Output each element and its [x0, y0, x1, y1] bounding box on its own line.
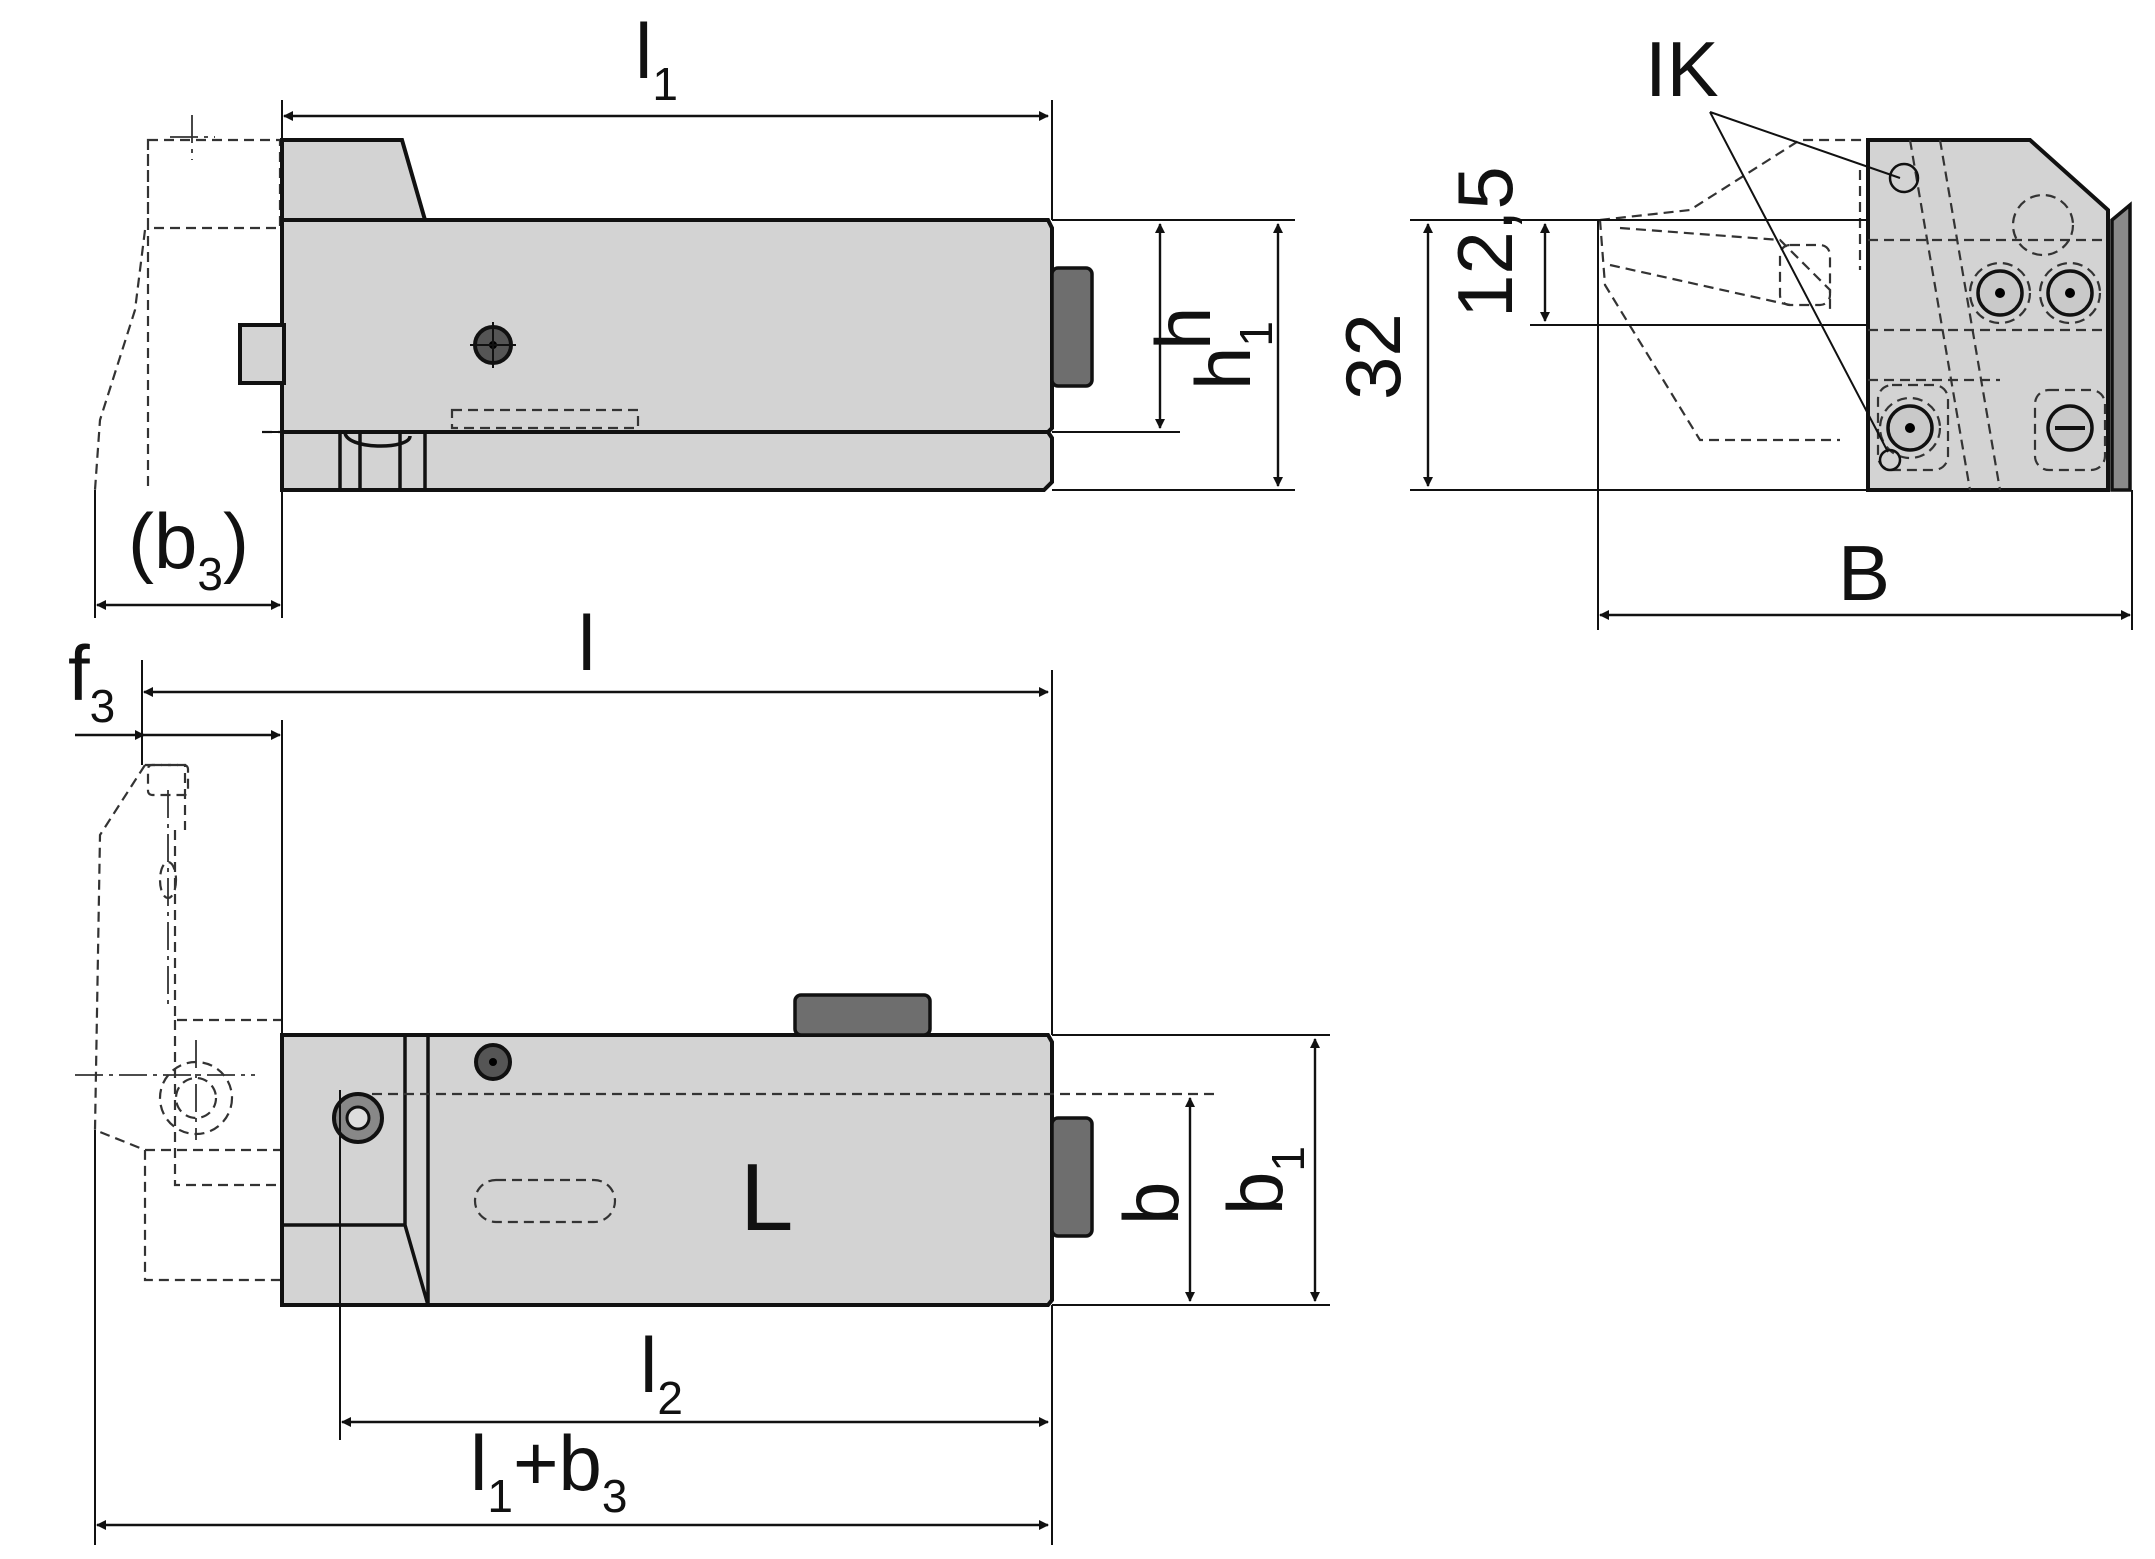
top-clamp-wedge — [280, 138, 428, 222]
label-l1: l1 — [635, 7, 678, 110]
ext-line-32 — [1410, 219, 1870, 491]
lower-rail-slot — [338, 432, 427, 490]
coolant-port-lower — [1878, 448, 1902, 472]
end-view-inner-lines — [1868, 139, 2108, 491]
plan-clamp-screw-center — [489, 1058, 497, 1066]
ext-line-h — [262, 219, 1295, 433]
hidden-tool-outline — [1598, 138, 1870, 442]
hidden-gear-inner — [174, 1076, 218, 1120]
label-12-5: 12,5 — [1441, 166, 1529, 318]
plan-main-body — [280, 1033, 1054, 1307]
label-ik: IK — [1645, 25, 1719, 113]
plan-side-stop — [1050, 1116, 1094, 1238]
label-L: L — [740, 1144, 793, 1251]
label-b: b — [1107, 1182, 1195, 1225]
ext-line-B — [1597, 220, 2133, 630]
label-l1-plus-b3: l1+b3 — [470, 1419, 627, 1522]
side-stop-block — [1050, 266, 1094, 388]
plan-hidden-slot — [473, 1178, 617, 1224]
ext-line-l2 — [339, 1090, 1053, 1545]
clamp-screw-cross — [470, 322, 516, 368]
hidden-bore — [2011, 193, 2075, 257]
label-b1: b1 — [1211, 1146, 1314, 1215]
end-view-side-strip — [2110, 201, 2132, 492]
plan-top-stop — [793, 993, 932, 1037]
ext-line-l1 — [281, 100, 1053, 220]
plan-view: L l f3 b b1 l2 l1+b3 — [68, 599, 1330, 1545]
ext-line-l — [141, 660, 1053, 1035]
label-32: 32 — [1329, 313, 1417, 400]
lower-rail — [280, 430, 1054, 492]
label-l: l — [578, 599, 595, 687]
coolant-stub — [238, 323, 286, 385]
end-screws — [1876, 261, 2107, 472]
coolant-port-upper — [1888, 162, 1920, 194]
end-view-body — [1866, 138, 2110, 492]
hidden-gear-center — [75, 1040, 255, 1140]
label-h: h — [1139, 307, 1227, 350]
hidden-slot — [450, 408, 640, 430]
plan-coolant-screw-inner — [345, 1105, 371, 1131]
ik-leader-lines — [1709, 111, 1901, 453]
ext-line-b — [1052, 1034, 1330, 1306]
side-elevation-view: l1 (b3) h h1 — [93, 7, 1295, 618]
hidden-drive-slot — [158, 860, 178, 900]
label-f3: f3 — [68, 629, 115, 732]
hidden-insert-pocket — [1778, 243, 1832, 307]
label-l2: l2 — [640, 1321, 683, 1424]
hidden-drive-outline — [93, 763, 282, 1282]
ext-line-b3 — [94, 490, 283, 618]
plan-left-block — [282, 1035, 430, 1306]
hidden-holder-outline — [93, 138, 282, 491]
main-body — [280, 218, 1054, 434]
end-view: IK 32 12,5 B — [1329, 25, 2133, 630]
lower-rail-slot-top — [343, 431, 412, 448]
hidden-centerline — [170, 115, 215, 160]
label-b3: (b3) — [128, 497, 249, 600]
label-h1: h1 — [1179, 321, 1282, 390]
label-B: B — [1838, 529, 1890, 617]
